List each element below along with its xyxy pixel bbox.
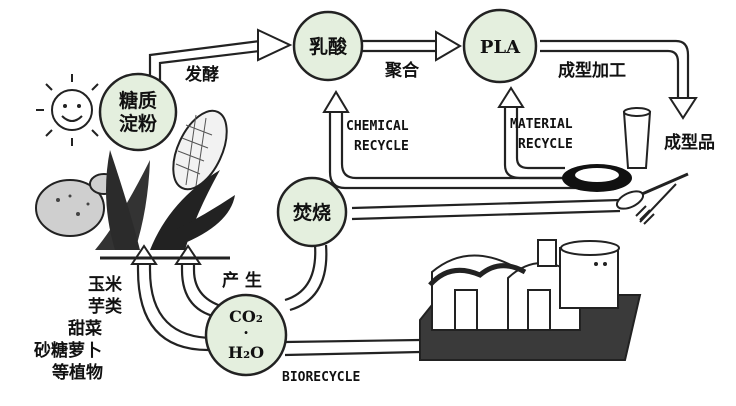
sugar-label: 糖质 xyxy=(119,89,157,112)
plant-list-line-2: 芋类 xyxy=(88,296,123,317)
potato-icon xyxy=(35,173,119,237)
fermentation-label: 发酵 xyxy=(184,64,219,85)
node-incineration: 焚烧 xyxy=(276,176,348,248)
chemical-recycle-label-1: CHEMICAL xyxy=(346,119,409,134)
polymerization-label: 聚合 xyxy=(384,60,420,81)
sun-icon xyxy=(36,74,108,146)
lactic-acid-label: 乳酸 xyxy=(309,35,348,58)
cup-icon xyxy=(622,107,652,169)
chemical-recycle-label-2: RECYCLE xyxy=(354,139,409,154)
node-sugar-starch: 糖质 淀粉 xyxy=(98,72,178,152)
produce-label: 产 生 xyxy=(222,270,262,291)
node-lactic-acid: 乳酸 xyxy=(292,10,364,82)
chemical-recycle-arrow xyxy=(322,90,600,190)
biorecycle-label: BIORECYCLE xyxy=(282,370,360,385)
molding-label: 成型加工 xyxy=(558,60,626,81)
plant-list-line-4: 砂糖萝卜 xyxy=(34,340,102,361)
plant-list-line-5: 等植物 xyxy=(52,362,103,383)
molding-arrow xyxy=(540,39,698,120)
incineration-to-co2 xyxy=(284,244,328,312)
tray-icon xyxy=(562,164,632,192)
pla-label: PLA xyxy=(480,37,521,58)
cutlery-icon xyxy=(615,172,689,225)
biorecycle-band xyxy=(284,338,421,357)
polymerization-arrow xyxy=(362,30,462,62)
starch-label: 淀粉 xyxy=(119,112,157,135)
co2-label: CO₂ xyxy=(229,307,263,326)
incineration-label: 焚烧 xyxy=(293,202,331,224)
h2o-label: H₂O xyxy=(228,343,264,362)
dot-label: · xyxy=(243,323,249,342)
composting-factory-icon xyxy=(419,239,642,361)
incineration-band xyxy=(351,198,621,221)
molded-product-label: 成型品 xyxy=(664,132,715,153)
plant-list-line-3: 甜菜 xyxy=(68,318,103,339)
node-pla: PLA xyxy=(462,8,538,84)
material-recycle-label-1: MATERIAL xyxy=(510,117,573,132)
corn-plant-icon xyxy=(95,109,235,260)
node-co2-h2o: CO₂ · H₂O xyxy=(204,293,288,377)
fermentation-arrow xyxy=(148,28,293,80)
material-recycle-arrow xyxy=(497,86,565,180)
plant-list-line-1: 玉米 xyxy=(88,274,123,295)
material-recycle-label-2: RECYCLE xyxy=(518,137,573,152)
